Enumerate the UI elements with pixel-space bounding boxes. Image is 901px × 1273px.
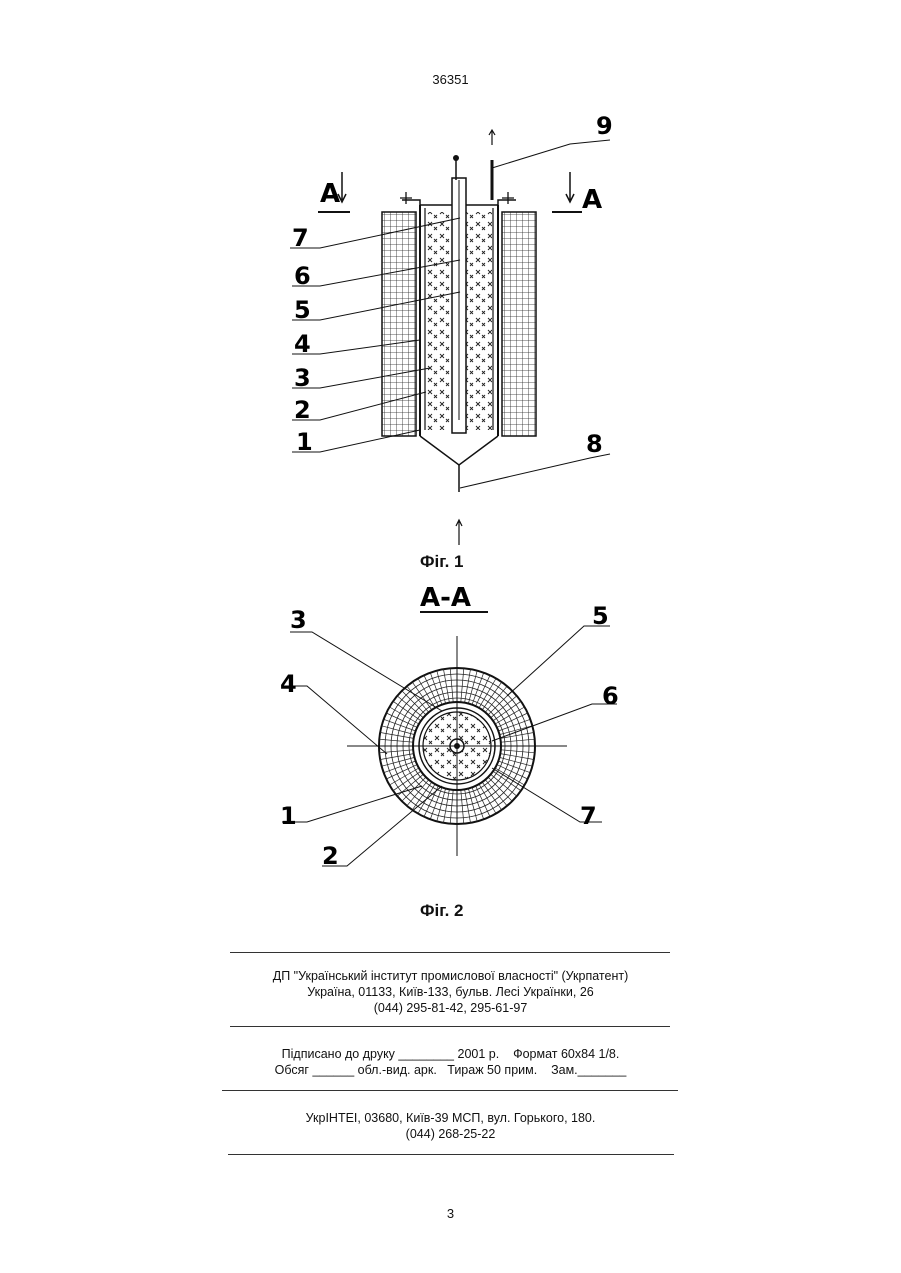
- divider: [230, 952, 670, 953]
- divider: [222, 1090, 678, 1091]
- label-6: 6: [294, 262, 311, 290]
- publisher-line-3: (044) 295-81-42, 295-61-97: [0, 1000, 901, 1016]
- label-5: 5: [294, 296, 311, 324]
- label-4: 4: [294, 330, 311, 358]
- label-1: 1: [280, 802, 297, 830]
- section-mark-left: A: [320, 179, 340, 209]
- section-mark-right: A: [582, 185, 602, 215]
- label-4: 4: [280, 670, 297, 698]
- label-9: 9: [596, 112, 613, 140]
- label-3: 3: [290, 606, 307, 634]
- page-number: 3: [0, 1206, 901, 1221]
- section-title: А-А: [420, 583, 471, 613]
- label-2: 2: [322, 842, 339, 870]
- divider: [228, 1154, 674, 1155]
- figure-2-drawing: А-А 3 4 1 2 5 6 7: [262, 576, 642, 894]
- label-3: 3: [294, 364, 311, 392]
- label-2: 2: [294, 396, 311, 424]
- label-7: 7: [292, 224, 309, 252]
- figure-2-caption: Фіг. 2: [420, 901, 464, 921]
- figure-1-drawing: A A 7 6 5 4 3 2 1 8 9: [270, 100, 630, 550]
- print-line-2: Обсяг ______ обл.-вид. арк. Тираж 50 при…: [0, 1062, 901, 1078]
- label-8: 8: [586, 430, 603, 458]
- printer-line-2: (044) 268-25-22: [0, 1126, 901, 1142]
- coil-right: [502, 212, 536, 436]
- publisher-line-2: Україна, 01133, Київ-133, бульв. Лесі Ук…: [0, 984, 901, 1000]
- filler-right: [466, 212, 492, 430]
- filler-left: [426, 212, 452, 430]
- label-1: 1: [296, 428, 313, 456]
- printer-line-1: УкрІНТЕІ, 03680, Київ-39 МСП, вул. Горьк…: [0, 1110, 901, 1126]
- label-5: 5: [592, 602, 609, 630]
- divider: [230, 1026, 670, 1027]
- print-line-1: Підписано до друку ________ 2001 р. Форм…: [0, 1046, 901, 1062]
- label-6: 6: [602, 682, 619, 710]
- figure-1-caption: Фіг. 1: [420, 552, 464, 572]
- document-number: 36351: [0, 72, 901, 87]
- label-7: 7: [580, 802, 597, 830]
- publisher-line-1: ДП "Український інститут промислової вла…: [0, 968, 901, 984]
